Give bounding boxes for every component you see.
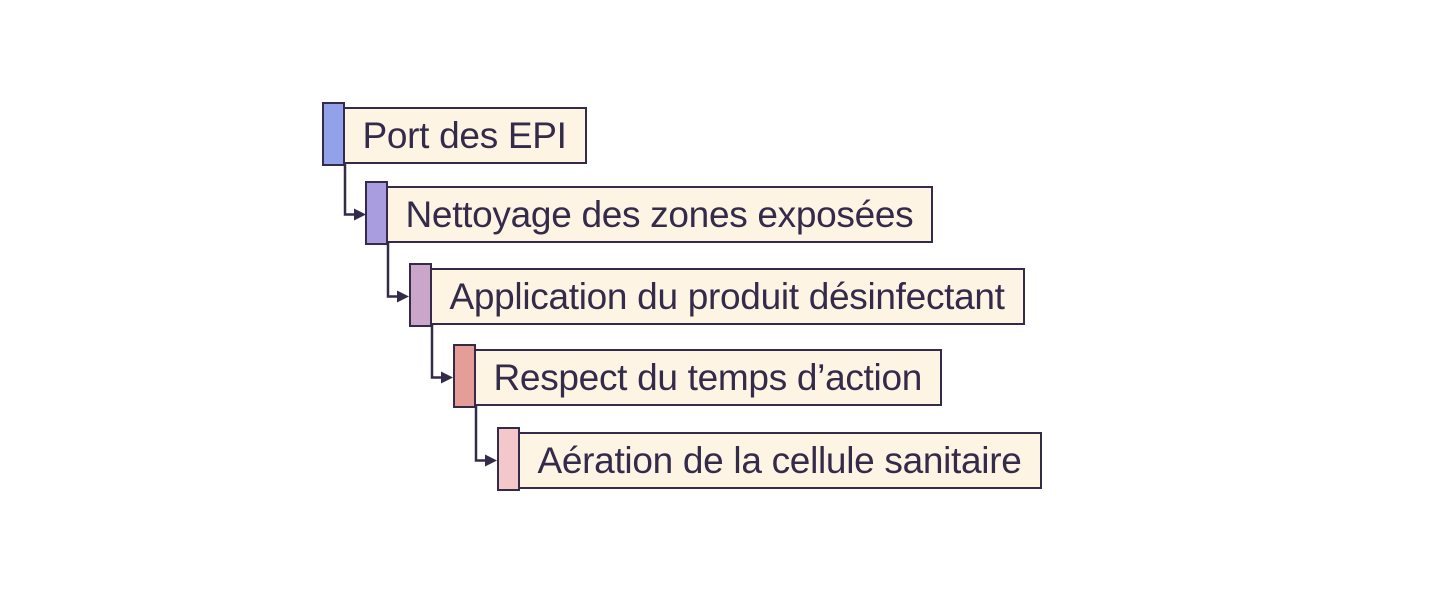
flow-step-4: Respect du temps d’action	[453, 344, 943, 408]
flow-step-5: Aération de la cellule sanitaire	[497, 427, 1042, 491]
step-label: Application du produit désinfectant	[449, 275, 1005, 317]
step-color-tab	[453, 344, 476, 408]
step-label: Aération de la cellule sanitaire	[537, 439, 1022, 481]
step-label: Port des EPI	[362, 114, 567, 156]
step-label-box: Application du produit désinfectant	[429, 268, 1025, 325]
step-color-tab	[322, 102, 345, 166]
step-label: Nettoyage des zones exposées	[405, 193, 914, 235]
step-color-tab	[497, 427, 520, 491]
step-label-box: Aération de la cellule sanitaire	[517, 432, 1042, 489]
step-label-box: Port des EPI	[342, 107, 587, 164]
step-label-box: Nettoyage des zones exposées	[385, 186, 934, 243]
flow-step-3: Application du produit désinfectant	[409, 263, 1025, 327]
step-color-tab	[409, 263, 432, 327]
connector-arrow-3	[430, 323, 453, 384]
connector-arrow-2	[386, 241, 409, 303]
connector-arrow-1	[343, 162, 366, 221]
step-label-box: Respect du temps d’action	[473, 349, 943, 406]
connector-arrow-4	[474, 404, 497, 467]
flow-step-1: Port des EPI	[322, 102, 587, 166]
flow-step-2: Nettoyage des zones exposées	[365, 181, 934, 245]
step-color-tab	[365, 181, 388, 245]
step-label: Respect du temps d’action	[493, 356, 923, 398]
